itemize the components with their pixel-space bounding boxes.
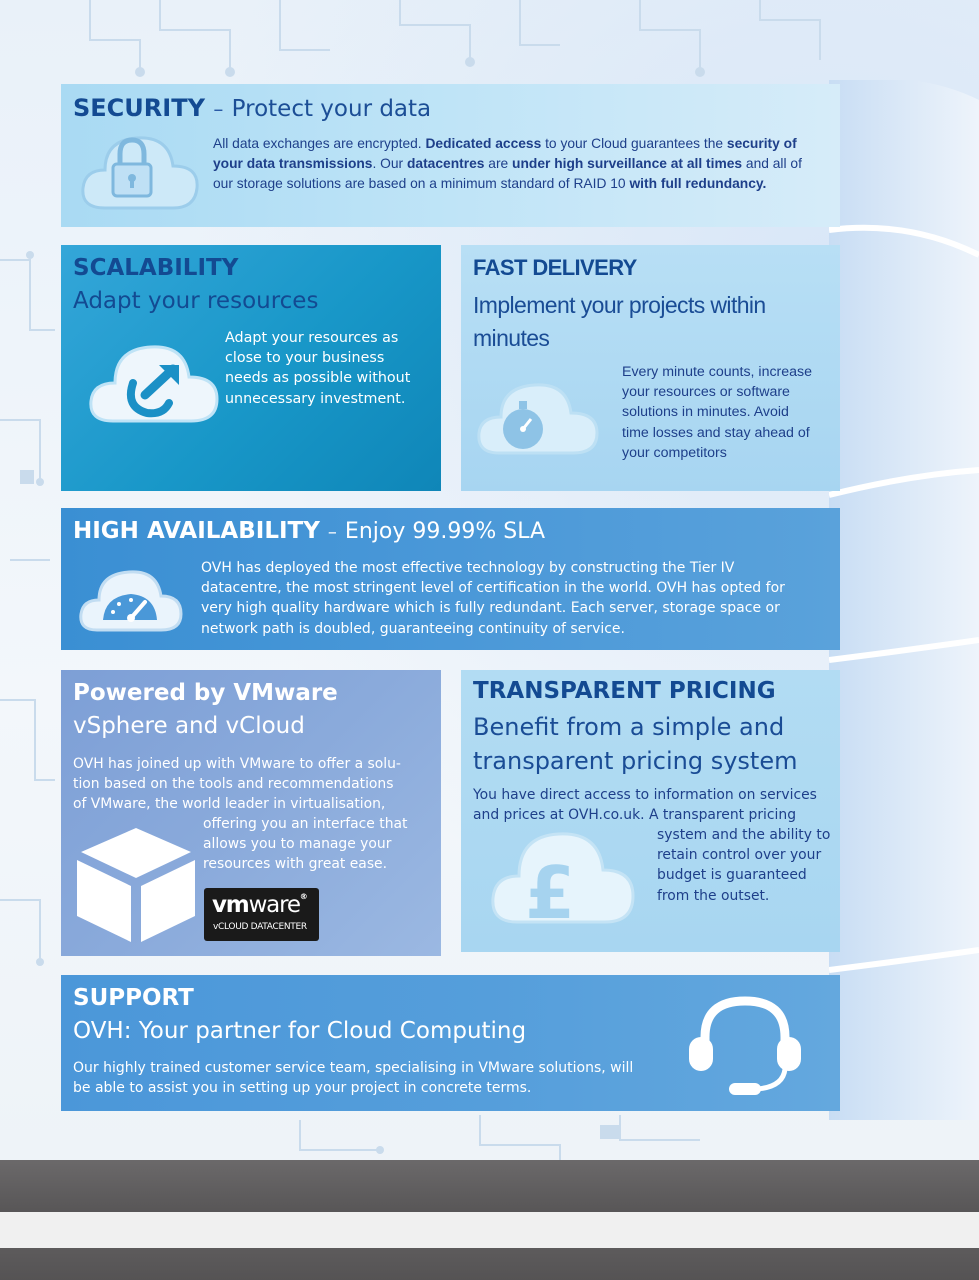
support-line: Our highly trained customer service team… <box>73 1060 634 1076</box>
expand-arrow-cloud-icon <box>89 345 219 423</box>
ribbon-wave-decoration <box>829 80 979 1120</box>
high-availability-tagline: Enjoy 99.99% SLA <box>344 519 546 544</box>
footer-bar-top <box>0 1160 979 1212</box>
security-tagline: Protect your data <box>231 96 432 122</box>
circuit-pattern-decoration <box>0 0 821 1160</box>
fast-delivery-panel: FAST DELIVERY Implement your projects wi… <box>461 245 840 491</box>
vmware-logo-subtitle: vCLOUD DATACENTER <box>213 922 307 932</box>
scalability-title: SCALABILITY <box>73 255 239 281</box>
support-line: be able to assist you in setting up your… <box>73 1080 532 1097</box>
headset-icon <box>689 996 801 1095</box>
vmware-panel: Powered by VMware vSphere and vCloud OVH… <box>61 670 441 956</box>
support-panel: SUPPORT OVH: Your partner for Cloud Comp… <box>61 975 840 1111</box>
footer-bar-middle <box>0 1212 979 1248</box>
fast-delivery-line: solutions in minutes. Avoid <box>622 404 789 421</box>
vmware-body-bottom: offering you an interface that allows yo… <box>203 814 407 875</box>
security-line-2: your data transmissions. Our datacentres… <box>213 156 802 172</box>
pound-cloud-icon: £ <box>491 832 635 930</box>
transparent-pricing-panel: TRANSPARENT PRICING Benefit from a simpl… <box>461 670 840 952</box>
security-heading: SECURITY – Protect your data <box>73 94 431 122</box>
pricing-line: system and the ability to <box>657 827 831 843</box>
security-body: All data exchanges are encrypted. Dedica… <box>213 134 802 195</box>
vmware-line: tion based on the tools and recommendati… <box>73 776 394 793</box>
high-availability-line: network path is doubled, guaranteeing co… <box>201 620 625 637</box>
security-line-3: our storage solutions are based on a min… <box>213 176 767 192</box>
high-availability-title: HIGH AVAILABILITY <box>73 518 320 544</box>
vmware-title: Powered by VMware <box>73 680 338 706</box>
pricing-line: retain control over your <box>657 847 822 864</box>
pricing-tagline: Benefit from a simple and transparent pr… <box>473 713 798 775</box>
scalability-line: close to your business <box>225 350 385 367</box>
scalability-line: needs as possible without <box>225 370 411 387</box>
svg-text:£: £ <box>525 851 575 930</box>
vmware-line: resources with great ease. <box>203 856 388 873</box>
heading-dash: – <box>213 97 224 121</box>
pricing-title: TRANSPARENT PRICING <box>473 678 776 704</box>
vmware-line: OVH has joined up with VMware to offer a… <box>73 756 401 772</box>
vmware-line: offering you an interface that <box>203 816 408 832</box>
high-availability-line: datacentre, the most stringent level of … <box>201 580 785 597</box>
vmware-logo-vm: vm <box>212 892 250 918</box>
pricing-body-bottom: system and the ability to retain control… <box>657 825 830 906</box>
fast-delivery-title: FAST DELIVERY <box>473 255 637 280</box>
vmware-tagline: vSphere and vCloud <box>73 713 305 739</box>
support-body: Our highly trained customer service team… <box>73 1058 633 1098</box>
vmware-logo-ware: ware <box>248 892 301 918</box>
scalability-panel: SCALABILITY Adapt your resources Adapt y… <box>61 245 441 491</box>
padlock-cloud-icon <box>81 136 199 210</box>
pricing-line: and prices at OVH.co.uk. A transparent p… <box>473 807 797 824</box>
high-availability-line: OVH has deployed the most effective tech… <box>201 560 735 576</box>
fast-delivery-line: your competitors <box>622 444 727 461</box>
support-title: SUPPORT <box>73 985 194 1011</box>
high-availability-panel: HIGH AVAILABILITY – Enjoy 99.99% SLA OVH… <box>61 508 840 650</box>
vmware-logo-registered: ® <box>299 892 308 901</box>
fast-delivery-tagline: Implement your projects within minutes <box>473 292 766 351</box>
speedometer-cloud-icon <box>79 570 183 632</box>
fast-delivery-line: your resources or software <box>622 384 790 401</box>
pricing-line: budget is guaranteed <box>657 867 807 884</box>
scalability-tagline: Adapt your resources <box>73 288 319 314</box>
security-line-1: All data exchanges are encrypted. Dedica… <box>213 136 797 151</box>
fast-delivery-line: Every minute counts, increase <box>622 364 813 380</box>
stopwatch-cloud-icon <box>477 383 599 455</box>
security-panel: SECURITY – Protect your data All data ex… <box>61 84 840 227</box>
security-title: SECURITY <box>73 94 205 122</box>
fast-delivery-line: time losses and stay ahead of <box>622 424 810 441</box>
vmware-logo: vmware® vCLOUD DATACENTER <box>204 888 319 941</box>
pricing-body-top: You have direct access to information on… <box>473 785 817 825</box>
scalability-line: unnecessary investment. <box>225 390 406 407</box>
fast-delivery-body: Every minute counts, increase your resou… <box>622 362 812 463</box>
scalability-body: Adapt your resources as close to your bu… <box>225 328 410 409</box>
footer-bar-bottom <box>0 1248 979 1280</box>
high-availability-body: OVH has deployed the most effective tech… <box>201 558 785 639</box>
pricing-line: from the outset. <box>657 887 770 904</box>
pricing-line: You have direct access to information on… <box>473 787 817 803</box>
vmware-line: allows you to manage your <box>203 836 392 853</box>
vmware-line: of VMware, the world leader in virtualis… <box>73 796 386 813</box>
cube-icon <box>77 828 195 942</box>
vmware-body-top: OVH has joined up with VMware to offer a… <box>73 754 401 815</box>
scalability-line: Adapt your resources as <box>225 330 399 346</box>
high-availability-line: very high quality hardware which is full… <box>201 600 780 617</box>
high-availability-heading: HIGH AVAILABILITY – Enjoy 99.99% SLA <box>73 518 545 544</box>
heading-dash: – <box>327 522 337 543</box>
support-tagline: OVH: Your partner for Cloud Computing <box>73 1018 527 1044</box>
